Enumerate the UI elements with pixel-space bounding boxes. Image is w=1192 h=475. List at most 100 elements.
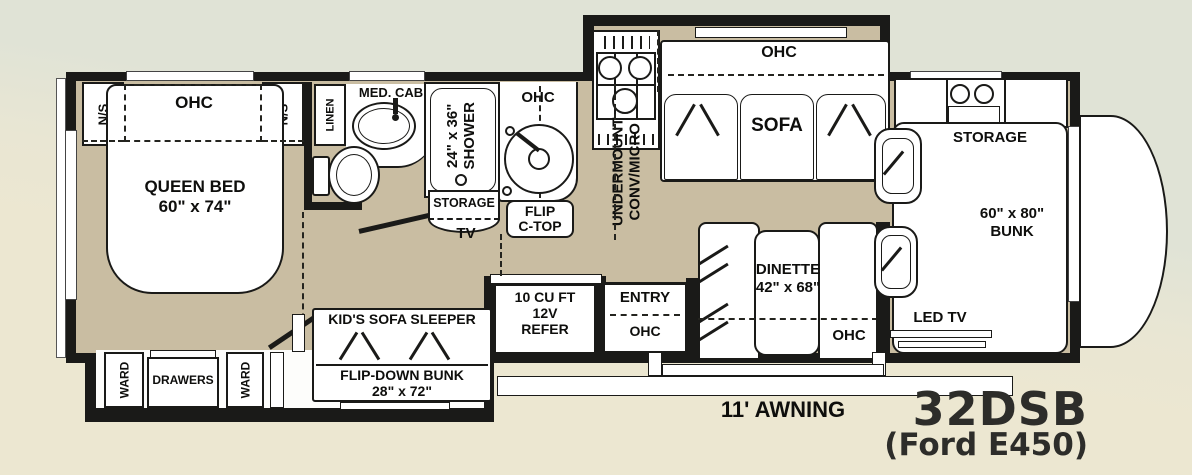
chassis-label: (Ford E450) — [884, 427, 1088, 463]
model-label: 32DSB — [912, 382, 1088, 436]
bedroom-ohc-label: OHC — [175, 93, 213, 112]
flip-countertop-label2: C-TOP — [518, 218, 562, 234]
awning-label: 11' AWNING — [720, 397, 846, 422]
bedroom-divider-dash — [302, 212, 304, 350]
vanity-faucet-dot — [392, 114, 399, 121]
dinette-label: DINETTE — [755, 261, 821, 278]
cooktop-grate — [596, 52, 656, 120]
galley-ohc-label: OHC — [521, 89, 555, 106]
dinette-size-label: 42" x 68" — [755, 279, 821, 296]
refer-label2: 12V — [532, 305, 558, 321]
galley-soap-dot — [502, 186, 512, 196]
wardrobe-right-label-wrap: WARD — [226, 352, 264, 408]
wardrobe-right — [226, 352, 264, 408]
bedroom-dash-left — [82, 140, 124, 142]
slide-corner-panel — [292, 314, 305, 352]
shower-label-wrap: 24" x 36" SHOWER — [412, 102, 512, 170]
shower-size-label: 24" x 36" — [444, 103, 462, 169]
entry-ohc-label: OHC — [629, 323, 661, 339]
dinette-bench-right — [818, 222, 878, 360]
slide-edge-dash — [657, 30, 659, 92]
galley-sink-drain — [528, 148, 550, 170]
window-rear — [65, 130, 77, 300]
shower-drain — [455, 174, 467, 186]
led-tv-shelf — [898, 341, 986, 348]
entry-label: ENTRY — [619, 289, 671, 306]
front-cabinet-divider — [946, 80, 948, 126]
cab-hood — [1079, 115, 1168, 348]
bath-wall-horizontal — [304, 202, 362, 210]
led-tv-label: LED TV — [913, 309, 967, 326]
flip-countertop-label1: FLIP — [524, 203, 556, 219]
cooktop-controls — [598, 134, 654, 145]
burner-right — [628, 56, 652, 80]
flip-countertop — [506, 200, 574, 238]
entry-dinette-wall — [686, 278, 698, 360]
sofa-label: SOFA — [751, 115, 803, 136]
dinette-dash — [698, 318, 878, 320]
window-bedroom-top — [126, 71, 254, 81]
galley-hall-dash — [614, 84, 616, 240]
sofa-dash — [668, 74, 884, 76]
awning-arm — [648, 352, 662, 376]
medicine-cabinet-label: MED. CAB — [358, 85, 424, 100]
bath-tv-label: TV — [456, 225, 476, 242]
linen-label: LINEN — [324, 98, 336, 132]
refer-dash — [500, 234, 502, 276]
shower-label: SHOWER — [461, 102, 478, 170]
dinette-ohc-label: OHC — [832, 327, 866, 344]
bath-wall-vertical — [304, 82, 312, 208]
bunk-label: BUNK — [990, 223, 1034, 240]
refrigerator — [494, 284, 596, 354]
queen-bed-size-label: 60" x 74" — [158, 197, 232, 216]
slide-roller-trim — [340, 402, 450, 410]
entry-dash — [610, 314, 680, 316]
cooktop-vent — [604, 36, 650, 49]
drawers — [147, 357, 219, 408]
awning-bar — [497, 376, 1013, 396]
awning-rail — [662, 364, 884, 376]
kids-sofa-label: KID'S SOFA SLEEPER — [328, 311, 476, 327]
bath-storage-label: STORAGE — [433, 196, 495, 210]
led-tv — [890, 330, 992, 338]
wardrobe-left-label: WARD — [116, 361, 131, 399]
undermount-label2: CONV/MICRO — [626, 123, 644, 221]
cab-seat-driver-cushion — [881, 235, 911, 289]
undermount-label1: UNDERMOUNT — [609, 117, 627, 227]
refer-top-trim — [490, 274, 602, 284]
vanity-sink-inner — [358, 108, 410, 144]
dinette-bench-left — [698, 222, 760, 360]
cab-seat-passenger-cushion — [882, 138, 914, 194]
burner-left — [598, 56, 622, 80]
linen-cabinet — [314, 84, 346, 146]
bedroom-dash-right — [262, 140, 304, 142]
cooktop-grate-line-v2 — [636, 52, 638, 120]
burner-center — [612, 88, 638, 114]
drawers-label: DRAWERS — [152, 373, 214, 387]
bedroom-overhead-cabinet — [124, 84, 262, 142]
window-bath-top — [349, 71, 425, 81]
slide-corner-panel — [270, 352, 284, 408]
refer-label3: REFER — [521, 321, 569, 337]
slideout-header — [695, 27, 847, 38]
wardrobe-right-label: WARD — [237, 361, 252, 399]
galley-faucet-dot — [505, 126, 515, 136]
sofa-ohc-label: OHC — [761, 44, 797, 61]
queen-bed-label: QUEEN BED — [144, 177, 246, 196]
front-cabinet-divider — [1004, 80, 1006, 126]
wardrobe-left-label-wrap: WARD — [104, 352, 144, 408]
linen-label-wrap: LINEN — [314, 84, 346, 146]
front-sink-bowl — [974, 84, 994, 104]
front-sink-bowl — [950, 84, 970, 104]
refer-label1: 10 CU FT — [514, 289, 576, 305]
bunk-size-label: 60" x 80" — [979, 205, 1045, 222]
flip-down-bunk-label: FLIP-DOWN BUNK — [340, 367, 464, 383]
entry-door — [602, 282, 688, 354]
wardrobe-left — [104, 352, 144, 408]
kids-sofa-divider — [316, 364, 488, 366]
sofa-cushion-center — [740, 94, 814, 180]
front-storage-label: STORAGE — [953, 129, 1027, 146]
toilet-bowl-inner — [336, 154, 372, 196]
vanity-faucet — [393, 98, 398, 114]
